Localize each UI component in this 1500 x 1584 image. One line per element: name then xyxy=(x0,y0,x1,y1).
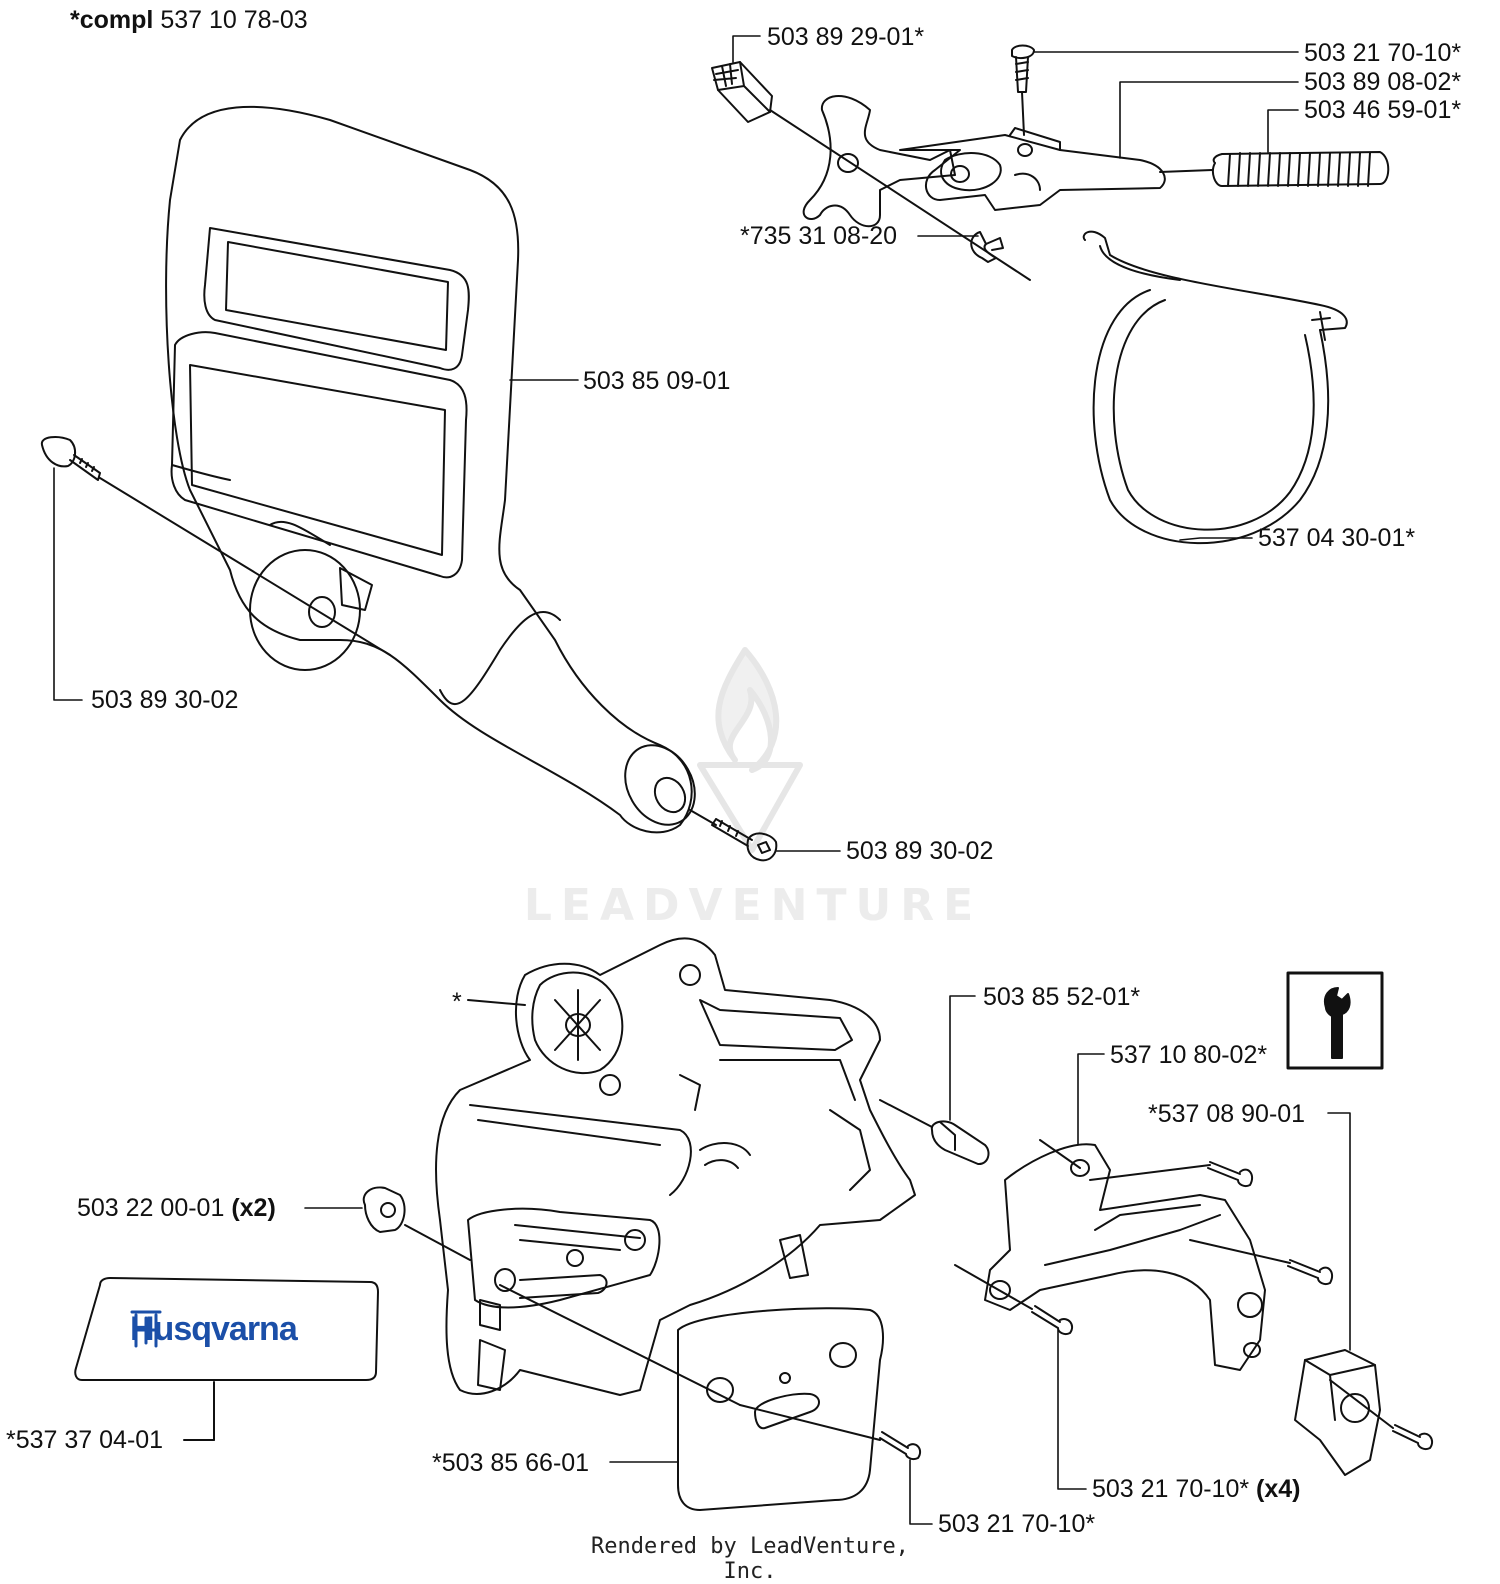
qty-x4: (x4) xyxy=(1256,1475,1301,1503)
part-label-5038930-left[interactable]: 503 89 30-02 xyxy=(91,686,239,714)
part-label-5038930-bottom[interactable]: 503 89 30-02 xyxy=(846,837,994,865)
spring-part xyxy=(1159,151,1390,187)
watermark-text: LEADVENTURE xyxy=(523,880,983,931)
screw-left-part xyxy=(40,436,391,656)
part-label-5038929[interactable]: 503 89 29-01* xyxy=(767,23,925,51)
bar-plate-part xyxy=(499,1284,922,1511)
part-number-5032200: 503 22 00-01 xyxy=(77,1194,225,1222)
qty-x2: (x2) xyxy=(231,1194,276,1222)
part-label-5038552[interactable]: 503 85 52-01* xyxy=(983,983,1141,1011)
part-label-5371080[interactable]: 537 10 80-02* xyxy=(1110,1041,1268,1069)
part-label-5038566[interactable]: *503 85 66-01 xyxy=(432,1449,590,1477)
compl-label: *compl 537 10 78-03 xyxy=(70,6,308,34)
part-label-5034659[interactable]: 503 46 59-01* xyxy=(1304,96,1462,124)
part-label-5032170-x4[interactable]: 503 21 70-10* (x4) xyxy=(1092,1475,1301,1503)
leader-star xyxy=(467,999,526,1006)
part-label-5032170-bottom[interactable]: 503 21 70-10* xyxy=(938,1510,1096,1538)
part-label-5038509[interactable]: 503 85 09-01 xyxy=(583,367,731,395)
part-number-5032170-x4: 503 21 70-10* xyxy=(1092,1475,1250,1503)
handguard-part xyxy=(165,105,696,834)
chain-catcher-part xyxy=(1294,1349,1381,1476)
screw-bottom-part xyxy=(689,809,778,862)
husqvarna-brand-text: Husqvarna xyxy=(130,1310,298,1348)
part-label-5032200[interactable]: 503 22 00-01 (x2) xyxy=(77,1194,276,1222)
brake-band-part xyxy=(1082,230,1348,545)
part-label-5373704[interactable]: *537 37 04-01 xyxy=(6,1426,164,1454)
guide-pin-part xyxy=(879,1099,990,1166)
part-label-5038908[interactable]: 503 89 08-02* xyxy=(1304,68,1462,96)
wrench-info-icon xyxy=(1286,971,1384,1070)
brake-lever-part xyxy=(711,44,1166,281)
part-label-cover-star: * xyxy=(452,988,462,1016)
husqvarna-logo-icon xyxy=(130,1310,162,1348)
render-credit: Rendered by LeadVenture, Inc. xyxy=(591,1534,909,1584)
part-label-5370890[interactable]: *537 08 90-01 xyxy=(1148,1100,1306,1128)
part-label-5370430[interactable]: 537 04 30-01* xyxy=(1258,524,1416,552)
part-label-5032170-top[interactable]: 503 21 70-10* xyxy=(1304,39,1462,67)
clutch-cover-part xyxy=(435,937,916,1396)
flange-nut-part xyxy=(362,1186,471,1261)
leader-lines xyxy=(53,35,1351,1525)
compl-number: 537 10 78-03 xyxy=(160,6,308,34)
cover-screws-part xyxy=(954,1139,1434,1451)
chain-guide-plate-part xyxy=(984,1143,1266,1371)
compl-prefix: *compl xyxy=(70,6,154,34)
leadventure-flame-icon xyxy=(697,647,803,853)
part-label-7353108[interactable]: *735 31 08-20 xyxy=(740,222,898,250)
husqvarna-decal-part xyxy=(74,1277,379,1441)
